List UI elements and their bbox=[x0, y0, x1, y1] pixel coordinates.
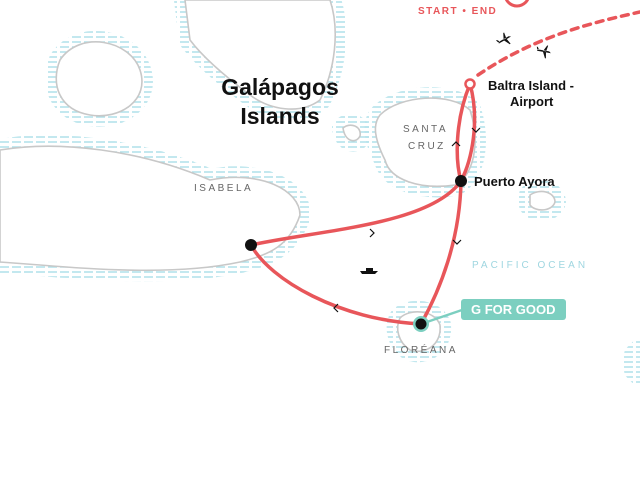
route bbox=[249, 83, 477, 326]
floreana-stop bbox=[415, 318, 427, 330]
isabela-stop bbox=[245, 239, 257, 251]
g-for-good-badge: G FOR GOOD bbox=[461, 299, 566, 320]
santa-cruz-label-1: SANTA bbox=[403, 124, 449, 135]
direction-arrows bbox=[333, 127, 481, 313]
flight-path bbox=[476, 10, 640, 77]
title-line-1: Galápagos bbox=[221, 74, 339, 100]
island-fernandina bbox=[55, 41, 143, 117]
santa-cruz-label-2: CRUZ bbox=[408, 141, 446, 152]
boat-icon bbox=[360, 268, 378, 274]
baltra-label-1: Baltra Island - bbox=[488, 78, 574, 93]
title-line-2: Islands bbox=[240, 103, 320, 129]
pacific-ocean-label: PACIFIC OCEAN bbox=[472, 260, 589, 271]
island-isabela bbox=[0, 145, 301, 272]
puerto-ayora-label: Puerto Ayora bbox=[474, 174, 555, 189]
baltra-stop bbox=[464, 78, 476, 90]
isabela-label: ISABELA bbox=[194, 183, 254, 194]
islands bbox=[0, 0, 556, 352]
puerto-ayora-stop bbox=[455, 175, 467, 187]
baltra-label-2: Airport bbox=[510, 94, 554, 109]
floreana-label: FLORÉANA bbox=[384, 345, 458, 356]
start-end-label: START • END bbox=[418, 6, 498, 17]
airplane-icon bbox=[536, 45, 551, 59]
map-title: Galápagos Islands bbox=[205, 73, 355, 131]
island-santiago bbox=[184, 0, 336, 110]
start-end-marker bbox=[504, 0, 530, 8]
airplane-icon bbox=[496, 32, 512, 45]
